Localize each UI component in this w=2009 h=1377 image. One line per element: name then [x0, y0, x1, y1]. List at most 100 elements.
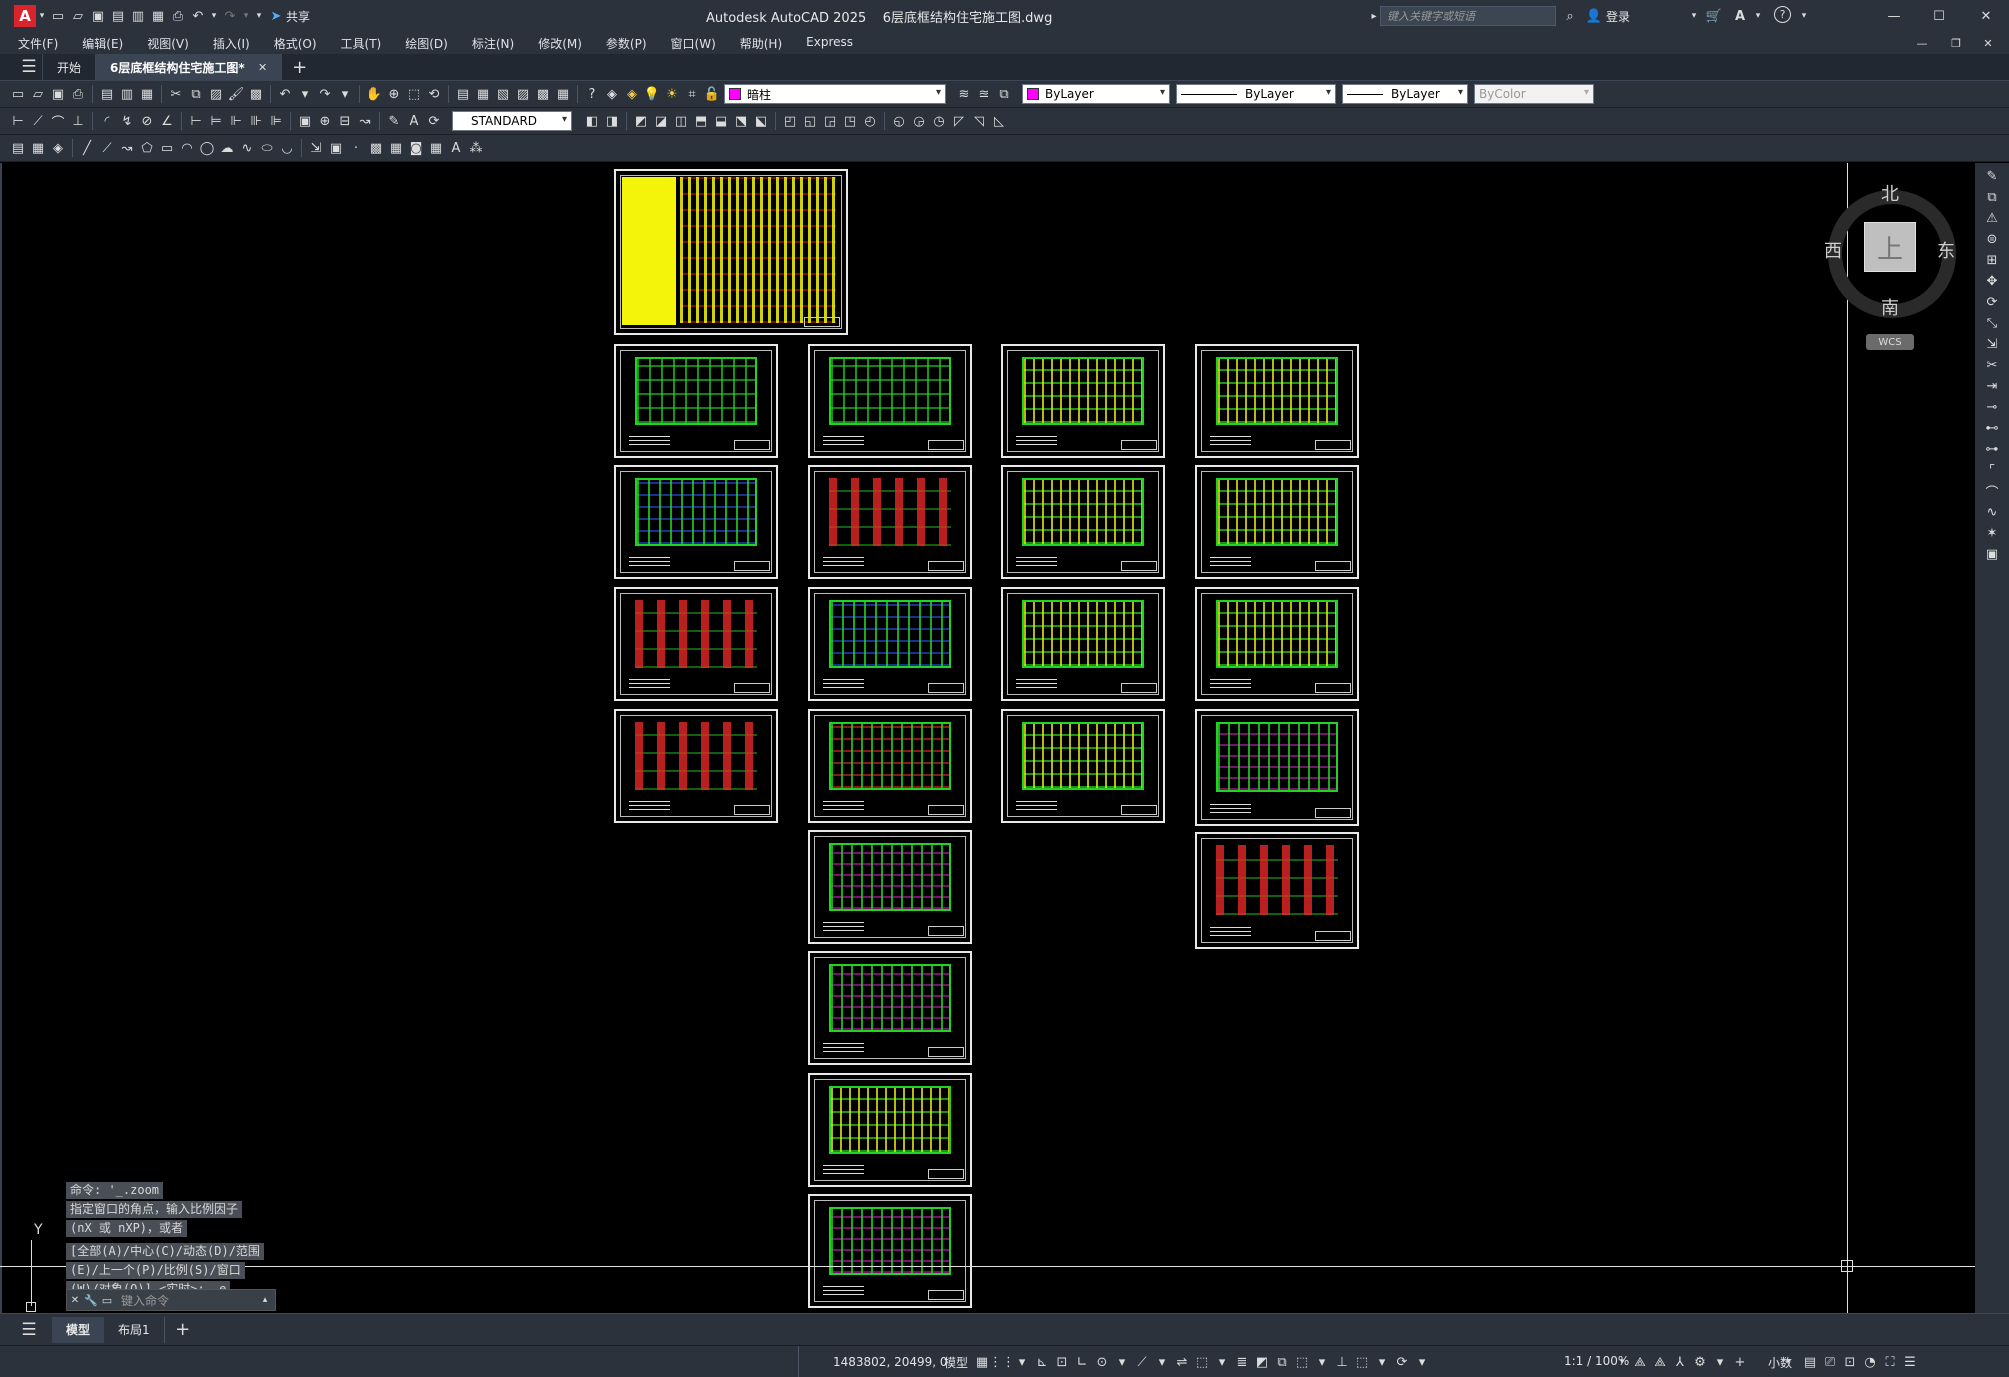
coordinates-readout[interactable]: 1483802, 20499, 0 — [798, 1346, 952, 1377]
gizmo-icon[interactable]: ⟳ — [1396, 1354, 1408, 1370]
polygon-icon[interactable]: ⬠ — [141, 140, 153, 156]
selection-filter-icon[interactable]: ⬚ — [1355, 1354, 1369, 1370]
share-icon[interactable]: ➤ — [270, 8, 282, 24]
infer-constraints-icon[interactable]: ⊾ — [1036, 1354, 1048, 1370]
gizmo-dropdown-icon[interactable]: ▾ — [1418, 1354, 1426, 1370]
cart-icon[interactable]: 🛒 — [1705, 8, 1723, 24]
redo-icon[interactable]: ↷ — [224, 8, 236, 24]
drawing-sheet[interactable] — [614, 465, 778, 579]
minimize-icon[interactable]: — — [1887, 8, 1901, 24]
drawing-sheet[interactable] — [808, 709, 972, 823]
quickcalc-icon[interactable]: ▦ — [556, 86, 570, 102]
hatch-icon[interactable]: ▩ — [369, 140, 383, 156]
isometric-icon[interactable]: ⟋ — [1137, 1354, 1147, 1370]
menu-item-5[interactable]: 工具(T) — [340, 36, 382, 51]
model-space-button[interactable]: 模型 — [944, 1356, 969, 1370]
drawing-sheet[interactable] — [1001, 465, 1165, 579]
make-block-icon[interactable]: ▣ — [329, 140, 343, 156]
dimstyle-dropdown[interactable]: STANDARD ▾ — [452, 111, 572, 131]
spline-icon[interactable]: ∿ — [241, 140, 253, 156]
multiline-text-icon[interactable]: A — [451, 140, 461, 156]
user-icon[interactable]: 👤 — [1585, 8, 1603, 24]
drawing-sheet[interactable] — [1195, 465, 1359, 579]
design-center-icon[interactable]: ▦ — [476, 86, 490, 102]
drawing-sheet[interactable] — [808, 830, 972, 944]
3d-print-icon[interactable]: ▦ — [140, 86, 154, 102]
tab-model[interactable]: 模型 — [52, 1316, 105, 1343]
line-icon[interactable]: ╱ — [83, 140, 91, 156]
annotation-monitor-icon[interactable]: + — [1734, 1354, 1746, 1370]
sheet-set-icon[interactable]: ▨ — [516, 86, 530, 102]
snap-mode-icon[interactable]: ⋮⋮ — [989, 1354, 1015, 1370]
close-icon[interactable]: ✕ — [1980, 8, 1992, 24]
publish-icon[interactable]: ▥ — [131, 8, 145, 24]
zoom-window-icon[interactable]: ⬚ — [407, 86, 421, 102]
walk-icon[interactable]: ◹ — [974, 113, 984, 129]
login-button[interactable]: 登录 — [1606, 10, 1631, 24]
layer-on-icon[interactable]: 💡 — [643, 86, 661, 102]
drawing-sheet[interactable] — [808, 465, 972, 579]
qnew-icon[interactable]: ▭ — [11, 86, 25, 102]
dim-jogged-icon[interactable]: ↯ — [121, 113, 133, 129]
layer-previous-icon[interactable]: ≊ — [978, 86, 990, 102]
annotation-scale[interactable]: 1:1 / 100% — [1564, 1354, 1630, 1368]
workspace-dropdown-icon[interactable]: ▾ — [1716, 1354, 1724, 1370]
polar-dropdown-icon[interactable]: ▾ — [1118, 1354, 1126, 1370]
open-icon[interactable]: ▱ — [33, 86, 43, 102]
dim-space-icon[interactable]: ⊪ — [250, 113, 262, 129]
drawing-sheet[interactable] — [614, 344, 778, 458]
plot-preview-icon[interactable]: ▤ — [100, 86, 114, 102]
new-tab-icon[interactable]: + — [292, 56, 308, 78]
view-sw-icon[interactable]: ⬓ — [714, 113, 728, 129]
command-close-icon[interactable]: ✕ — [70, 1294, 80, 1306]
region-icon[interactable]: ◙ — [409, 140, 423, 156]
undo-icon[interactable]: ↶ — [279, 86, 291, 102]
join-icon[interactable]: ⊶ — [1985, 442, 1999, 457]
menu-item-10[interactable]: 窗口(W) — [670, 36, 716, 51]
search-input[interactable]: 键入关键字或短语 — [1380, 6, 1556, 26]
make-current-layer-icon[interactable]: ≋ — [958, 86, 970, 102]
quick-dim-icon[interactable]: ⊢ — [190, 113, 202, 129]
construction-line-icon[interactable]: ⟋ — [102, 140, 112, 156]
circle-icon[interactable]: ◯ — [199, 140, 215, 156]
dim-radius-icon[interactable]: ◜ — [104, 113, 110, 129]
drawing-sheet[interactable] — [808, 1194, 972, 1308]
trim-icon[interactable]: ✂ — [1986, 358, 1998, 373]
linetype-dropdown[interactable]: ByLayer ▾ — [1176, 84, 1336, 104]
menu-item-2[interactable]: 视图(V) — [147, 36, 189, 51]
selection-filter-dropdown-icon[interactable]: ▾ — [1378, 1354, 1386, 1370]
menu-item-8[interactable]: 修改(M) — [538, 36, 582, 51]
view-front-icon[interactable]: ◫ — [674, 113, 688, 129]
quick-properties-icon[interactable]: ▤ — [1803, 1354, 1817, 1370]
gradient-icon[interactable]: ▦ — [389, 140, 403, 156]
tab-start[interactable]: 开始 — [42, 53, 97, 81]
undo-dropdown-icon[interactable]: ▾ — [301, 86, 309, 102]
visual-style-icon[interactable]: ◱ — [803, 113, 817, 129]
layer-tool-icon[interactable]: ◈ — [53, 140, 63, 156]
chamfer-icon[interactable]: ⌜ — [1988, 463, 1996, 478]
open-folder-icon[interactable]: ▱ — [73, 8, 83, 24]
plot-icon[interactable]: ⎙ — [72, 86, 84, 102]
snap-dropdown-icon[interactable]: ▾ — [1018, 1354, 1026, 1370]
blend-curves-icon[interactable]: ∿ — [1986, 505, 1998, 520]
maximize-icon[interactable]: ☐ — [1933, 8, 1945, 24]
web-mobile-icon[interactable]: ▦ — [151, 8, 165, 24]
customize-icon[interactable]: ☰ — [1904, 1354, 1916, 1370]
block-editor-icon[interactable]: ▩ — [249, 86, 263, 102]
color-dropdown[interactable]: ByLayer ▾ — [1022, 84, 1170, 104]
arc-icon[interactable]: ◠ — [181, 140, 193, 156]
viewcube-south[interactable]: 南 — [1881, 298, 1899, 319]
auto-scale-icon[interactable]: ⟁ — [1654, 1354, 1666, 1370]
ellipse-icon[interactable]: ⬭ — [261, 140, 273, 156]
drawing-sheet[interactable] — [808, 1073, 972, 1187]
fly-icon[interactable]: ◺ — [994, 113, 1004, 129]
publish-icon[interactable]: ▥ — [120, 86, 134, 102]
login-dropdown-icon[interactable]: ▾ — [1691, 11, 1697, 21]
help-dropdown-icon[interactable]: ▾ — [1801, 11, 1807, 21]
point-icon[interactable]: · — [353, 140, 359, 156]
annotation-visibility-icon[interactable]: ⟁ — [1634, 1354, 1646, 1370]
autodesk-a360-icon[interactable]: A — [1734, 8, 1746, 24]
new-layout-icon[interactable]: + — [175, 1319, 191, 1340]
layout-menu-icon[interactable]: ☰ — [21, 1319, 37, 1340]
isometric-dropdown-icon[interactable]: ▾ — [1158, 1354, 1166, 1370]
